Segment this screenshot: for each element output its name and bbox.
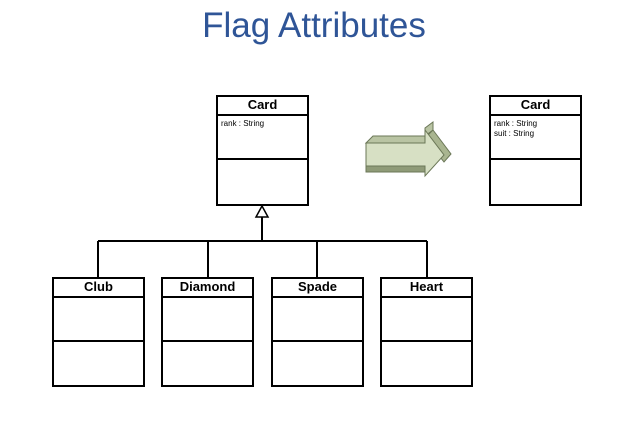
diamond-class-attributes — [163, 298, 252, 342]
spade-class-name: Spade — [273, 279, 362, 298]
generalization-triangle-icon — [254, 204, 270, 218]
card-class-attributes: rank : String — [218, 116, 307, 160]
club-class-box: Club — [52, 277, 145, 387]
attribute-rank: rank : String — [221, 119, 265, 128]
slide-title: Flag Attributes — [202, 6, 426, 45]
heart-class-name: Heart — [382, 279, 471, 298]
card-flagged-class-attributes: rank : String suit : String — [491, 116, 580, 160]
spade-class-box: Spade — [271, 277, 364, 387]
diamond-class-name: Diamond — [163, 279, 252, 298]
club-class-name: Club — [54, 279, 143, 298]
attribute-suit: suit : String — [494, 129, 535, 138]
card-class-name: Card — [218, 97, 307, 116]
heart-class-attributes — [382, 298, 471, 342]
transform-arrow-icon — [364, 121, 452, 178]
card-flagged-class-name: Card — [491, 97, 580, 116]
spade-class-attributes — [273, 298, 362, 342]
diamond-class-box: Diamond — [161, 277, 254, 387]
card-flagged-class-box: Card rank : String suit : String — [489, 95, 582, 206]
attribute-rank: rank : String — [494, 119, 538, 128]
card-class-box: Card rank : String — [216, 95, 309, 206]
club-class-attributes — [54, 298, 143, 342]
heart-class-box: Heart — [380, 277, 473, 387]
